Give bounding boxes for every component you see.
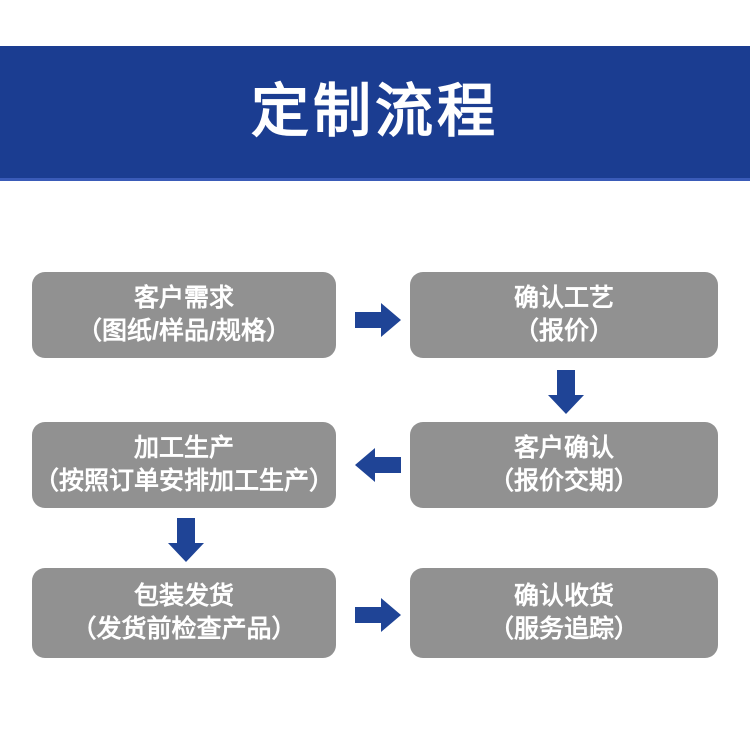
flow-step-3-line1: 加工生产 (133, 434, 234, 462)
flow-step-3: 加工生产 （按照订单安排加工生产） (32, 422, 336, 508)
flow-step-4-line2: （报价交期） (488, 467, 639, 495)
flow-step-6: 确认收货 （服务追踪） (410, 568, 718, 658)
flow-step-1-line2: （图纸/样品/规格） (77, 317, 291, 345)
flow-step-2-line1: 确认工艺 (513, 284, 614, 312)
arrow-down-icon (548, 370, 584, 414)
header-underline (0, 178, 750, 181)
arrow-left-icon (355, 448, 401, 482)
flow-step-5: 包装发货 （发货前检查产品） (32, 568, 336, 658)
flow-step-2-line2: （报价） (513, 317, 614, 345)
flow-step-2: 确认工艺 （报价） (410, 272, 718, 358)
flow-step-6-line1: 确认收货 (513, 582, 614, 610)
page-title: 定制流程 (250, 79, 499, 144)
arrow-right-icon (355, 303, 401, 337)
flow-step-4: 客户确认 （报价交期） (410, 422, 718, 508)
header-banner: 定制流程 (0, 46, 750, 178)
flow-step-1: 客户需求 （图纸/样品/规格） (32, 272, 336, 358)
flow-step-4-line1: 客户确认 (513, 434, 614, 462)
flow-step-1-line1: 客户需求 (133, 284, 234, 312)
arrow-right-icon (355, 598, 401, 632)
flow-step-3-line2: （按照订单安排加工生产） (34, 467, 335, 495)
flow-step-5-line2: （发货前检查产品） (71, 615, 297, 643)
flow-step-5-line1: 包装发货 (133, 582, 234, 610)
arrow-down-icon (168, 518, 204, 562)
flow-step-6-line2: （服务追踪） (488, 615, 639, 643)
